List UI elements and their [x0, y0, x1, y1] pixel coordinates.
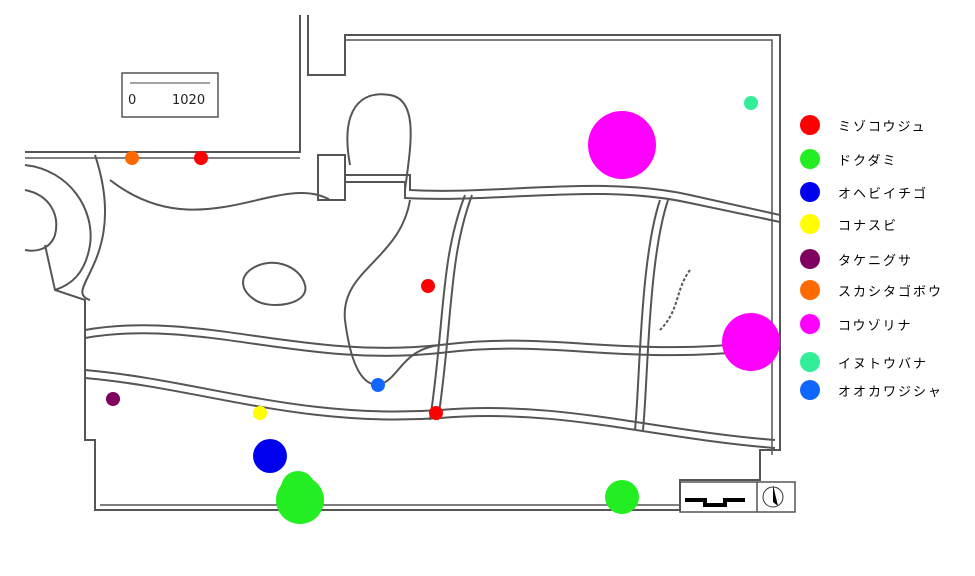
circle-plaza: [24, 164, 92, 291]
path-upper: [81, 154, 781, 301]
scale-zero: 0: [128, 93, 137, 108]
legend-item: イヌトウバナ: [800, 350, 928, 374]
legend-item: スカシタゴボウ: [800, 278, 943, 302]
hill: [346, 93, 412, 191]
scale-end: 1020: [172, 93, 206, 108]
occurrence-marker: [253, 406, 267, 420]
legend-label: オオカワジシャ: [838, 384, 944, 400]
scale-box-bottom: [679, 481, 796, 513]
legend-swatch: [800, 214, 820, 234]
legend-label: タケニグサ: [838, 253, 914, 269]
occurrence-marker: [722, 313, 780, 371]
occurrence-marker: [744, 96, 758, 110]
legend-swatch: [800, 249, 820, 269]
path-cross: [429, 194, 669, 431]
legend-item: タケニグサ: [800, 247, 913, 271]
path-lower: [84, 369, 776, 441]
legend-label: スカシタゴボウ: [838, 284, 944, 300]
legend-label: オヘビイチゴ: [838, 186, 929, 202]
legend-label: ドクダミ: [838, 153, 898, 169]
occurrence-marker: [421, 279, 435, 293]
legend-item: コナスビ: [800, 212, 898, 236]
pond: [242, 261, 307, 306]
legend-label: コナスビ: [838, 218, 899, 234]
occurrence-marker: [125, 151, 139, 165]
legend-swatch: [800, 149, 820, 169]
pavilion: [317, 154, 346, 201]
stream: [343, 199, 441, 387]
legend-label: ミゾコウジュ: [838, 119, 927, 135]
occurrence-marker: [281, 471, 315, 505]
occurrence-marker: [429, 406, 443, 420]
occurrence-marker: [194, 151, 208, 165]
legend-item: ミゾコウジュ: [800, 113, 927, 137]
legend-label: コウゾリナ: [838, 318, 913, 334]
occurrence-marker: [371, 378, 385, 392]
outer-wall: [25, 15, 781, 511]
legend-item: コウゾリナ: [800, 312, 912, 336]
legend-swatch: [800, 352, 820, 372]
legend-swatch: [800, 182, 820, 202]
legend-item: ドクダミ: [800, 147, 897, 171]
scale-bar-bottom: [685, 498, 745, 507]
occurrence-marker: [253, 439, 287, 473]
legend-item: オヘビイチゴ: [800, 180, 928, 204]
legend-item: オオカワジシャ: [800, 378, 943, 402]
scale-box: [121, 72, 219, 118]
legend-swatch: [800, 280, 820, 300]
legend-swatch: [800, 380, 820, 400]
streambed: [659, 269, 691, 331]
occurrence-marker: [605, 480, 639, 514]
occurrence-marker: [106, 392, 120, 406]
legend-swatch: [800, 314, 820, 334]
legend-swatch: [800, 115, 820, 135]
legend-label: イヌトウバナ: [838, 356, 929, 372]
north-arrow-icon: [762, 485, 784, 508]
occurrence-marker: [588, 111, 656, 179]
